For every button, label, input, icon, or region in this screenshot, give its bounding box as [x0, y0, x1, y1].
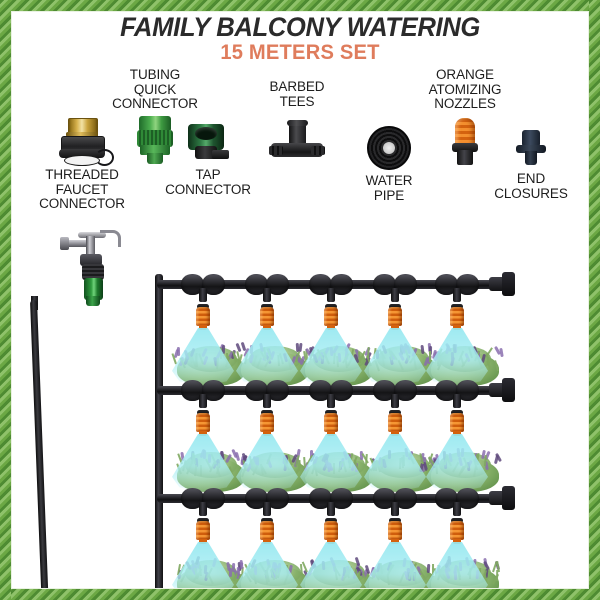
part-end-closures: END CLOSURES [478, 130, 584, 220]
end-closure [489, 486, 515, 510]
barbed-tee-icon [269, 120, 325, 160]
mist-spray-cone [426, 542, 488, 600]
barbed-tee-fitting [373, 380, 417, 401]
orange-atomizing-nozzle [449, 304, 465, 330]
mist-spray-cone [172, 328, 234, 386]
mist-spray-cone [364, 328, 426, 386]
barbed-tee-fitting [245, 274, 289, 295]
orange-atomizing-nozzle-icon [449, 118, 481, 166]
barbed-tee-fitting [373, 488, 417, 509]
orange-atomizing-nozzle [195, 304, 211, 330]
end-closure [489, 272, 515, 296]
orange-atomizing-nozzle [323, 518, 339, 544]
mist-spray-cone [364, 434, 426, 492]
end-closure [489, 378, 515, 402]
orange-atomizing-nozzle [323, 304, 339, 330]
faucet-assembly [60, 228, 134, 318]
orange-atomizing-nozzle [449, 410, 465, 436]
barbed-tee-fitting [435, 274, 479, 295]
orange-atomizing-nozzle [387, 304, 403, 330]
barbed-tee-fitting [245, 488, 289, 509]
part-label-end-closures: END CLOSURES [478, 172, 584, 201]
page-title: FAMILY BALCONY WATERING [15, 12, 585, 43]
mist-spray-cone [300, 434, 362, 492]
barbed-tee-fitting [309, 274, 353, 295]
mist-spray-cone [426, 328, 488, 386]
barbed-tee-fitting [309, 488, 353, 509]
faucet-spout-curve [100, 230, 121, 247]
irrigation-grid [155, 268, 515, 600]
mist-spray-cone [172, 434, 234, 492]
orange-atomizing-nozzle [323, 410, 339, 436]
mist-spray-cone [426, 434, 488, 492]
barbed-tee-fitting [181, 380, 225, 401]
frame-left [0, 0, 11, 600]
supply-hose [30, 300, 49, 600]
orange-atomizing-nozzle [259, 304, 275, 330]
part-label-barbed-tees: BARBED TEES [242, 80, 352, 109]
mist-spray-cone [236, 328, 298, 386]
mist-spray-cone [300, 328, 362, 386]
mist-spray-cone [236, 542, 298, 600]
faucet-handle-knob [60, 237, 69, 250]
orange-atomizing-nozzle [259, 410, 275, 436]
barbed-tee-fitting [373, 274, 417, 295]
orange-atomizing-nozzle [195, 410, 211, 436]
orange-atomizing-nozzle [387, 518, 403, 544]
barbed-tee-fitting [309, 380, 353, 401]
frame-top [0, 0, 600, 11]
barbed-tee-fitting [181, 274, 225, 295]
vertical-riser-pipe [155, 274, 163, 600]
barbed-tee-fitting [245, 380, 289, 401]
orange-atomizing-nozzle [387, 410, 403, 436]
barbed-tee-fitting [181, 488, 225, 509]
mist-spray-cone [236, 434, 298, 492]
orange-atomizing-nozzle [259, 518, 275, 544]
barbed-tee-fitting [435, 380, 479, 401]
orange-atomizing-nozzle [449, 518, 465, 544]
part-label-tubing-quick-connector: TUBING QUICK CONNECTOR [95, 68, 215, 112]
page-subtitle: 15 METERS SET [12, 41, 588, 65]
part-label-orange-atomizing-nozzles: ORANGE ATOMIZING NOZZLES [406, 68, 524, 112]
water-pipe-coil-icon [367, 126, 411, 170]
end-closure-icon [516, 130, 546, 166]
tap-connector-icon [186, 124, 230, 164]
frame-right [589, 0, 600, 600]
faucet-green-stem [86, 296, 100, 306]
mist-spray-cone [364, 542, 426, 600]
barbed-tee-fitting [435, 488, 479, 509]
orange-atomizing-nozzle [195, 518, 211, 544]
mist-spray-cone [172, 542, 234, 600]
mist-spray-cone [300, 542, 362, 600]
